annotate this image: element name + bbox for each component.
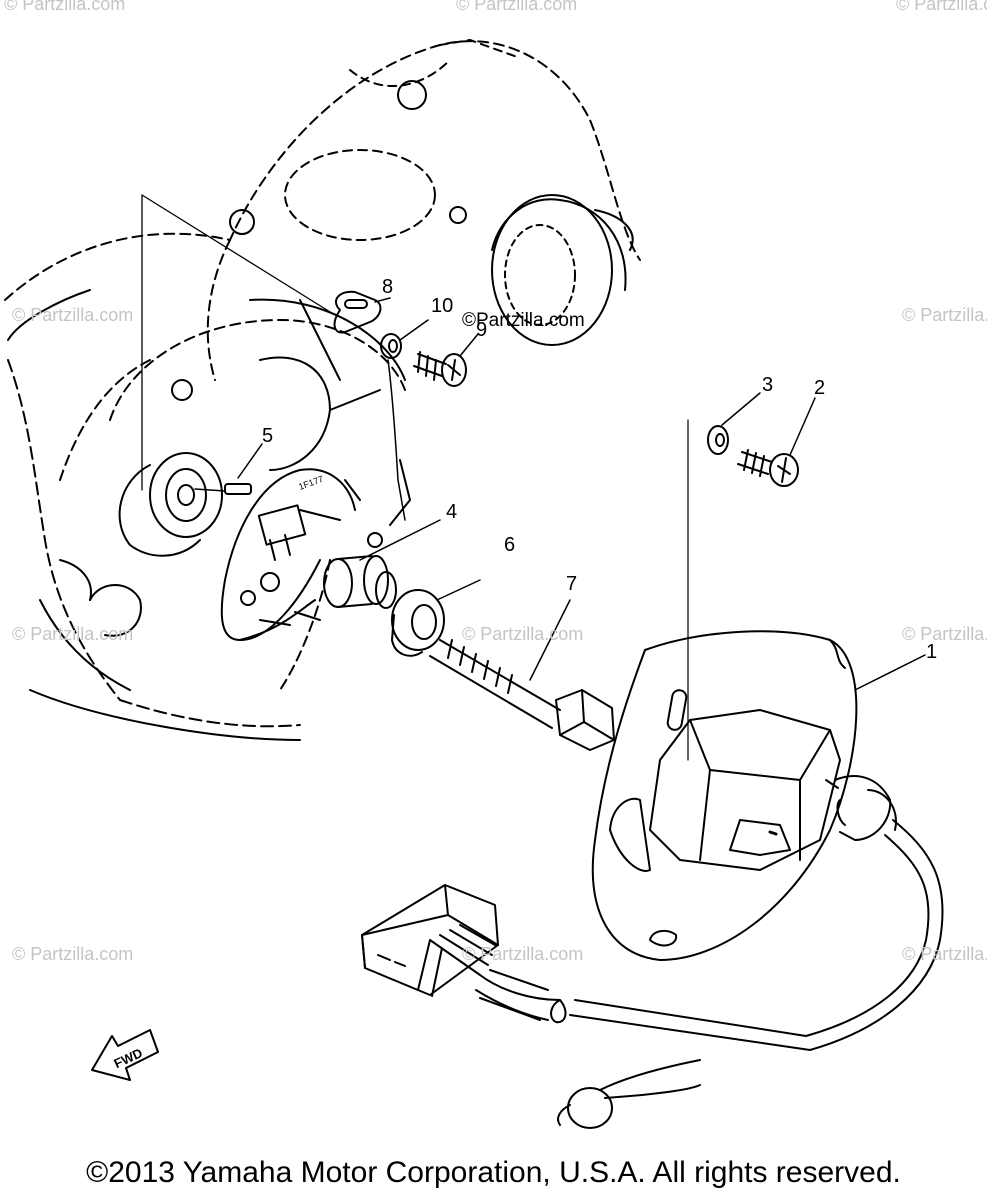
plate-stamp: 1F177 [297, 474, 324, 492]
callout-10: 10 [431, 295, 454, 317]
long-bolt [429, 599, 615, 751]
callout-1: 1 [926, 641, 938, 663]
callout-2: 2 [814, 377, 826, 399]
watermark: © Partzilla.com [12, 305, 134, 325]
watermark: © Partzilla.com [902, 624, 987, 644]
stator-assembly [361, 630, 944, 1129]
washer-nut [391, 579, 481, 657]
callout-8: 8 [382, 276, 394, 298]
watermark: © Partzilla.com [456, 0, 578, 14]
watermark: © Partzilla.com [896, 0, 987, 14]
watermark: © Partzilla.com [12, 624, 134, 644]
callout-5: 5 [262, 425, 274, 447]
small-hardware [333, 290, 479, 521]
callout-6: 6 [504, 534, 516, 556]
callout-7: 7 [566, 573, 578, 595]
callout-4: 4 [446, 501, 458, 523]
watermark: © Partzilla.com [4, 0, 126, 14]
callout-9: 9 [476, 319, 488, 341]
watermark: © Partzilla.com [902, 944, 987, 964]
watermark: © Partzilla.com [902, 305, 987, 325]
pin-part [194, 443, 263, 495]
crankcase-cover [4, 39, 641, 741]
copyright-notice: ©2013 Yamaha Motor Corporation, U.S.A. A… [86, 1156, 901, 1189]
watermark: © Partzilla.com [462, 624, 584, 644]
callout-3: 3 [762, 374, 774, 396]
washer-and-screw [687, 392, 816, 761]
watermark-center: ©Partzilla.com [462, 310, 585, 331]
watermark: © Partzilla.com [12, 944, 134, 964]
watermark: © Partzilla.com [462, 944, 584, 964]
cam-sleeve [323, 519, 441, 609]
fwd-arrow-icon: FWD [91, 1029, 159, 1081]
